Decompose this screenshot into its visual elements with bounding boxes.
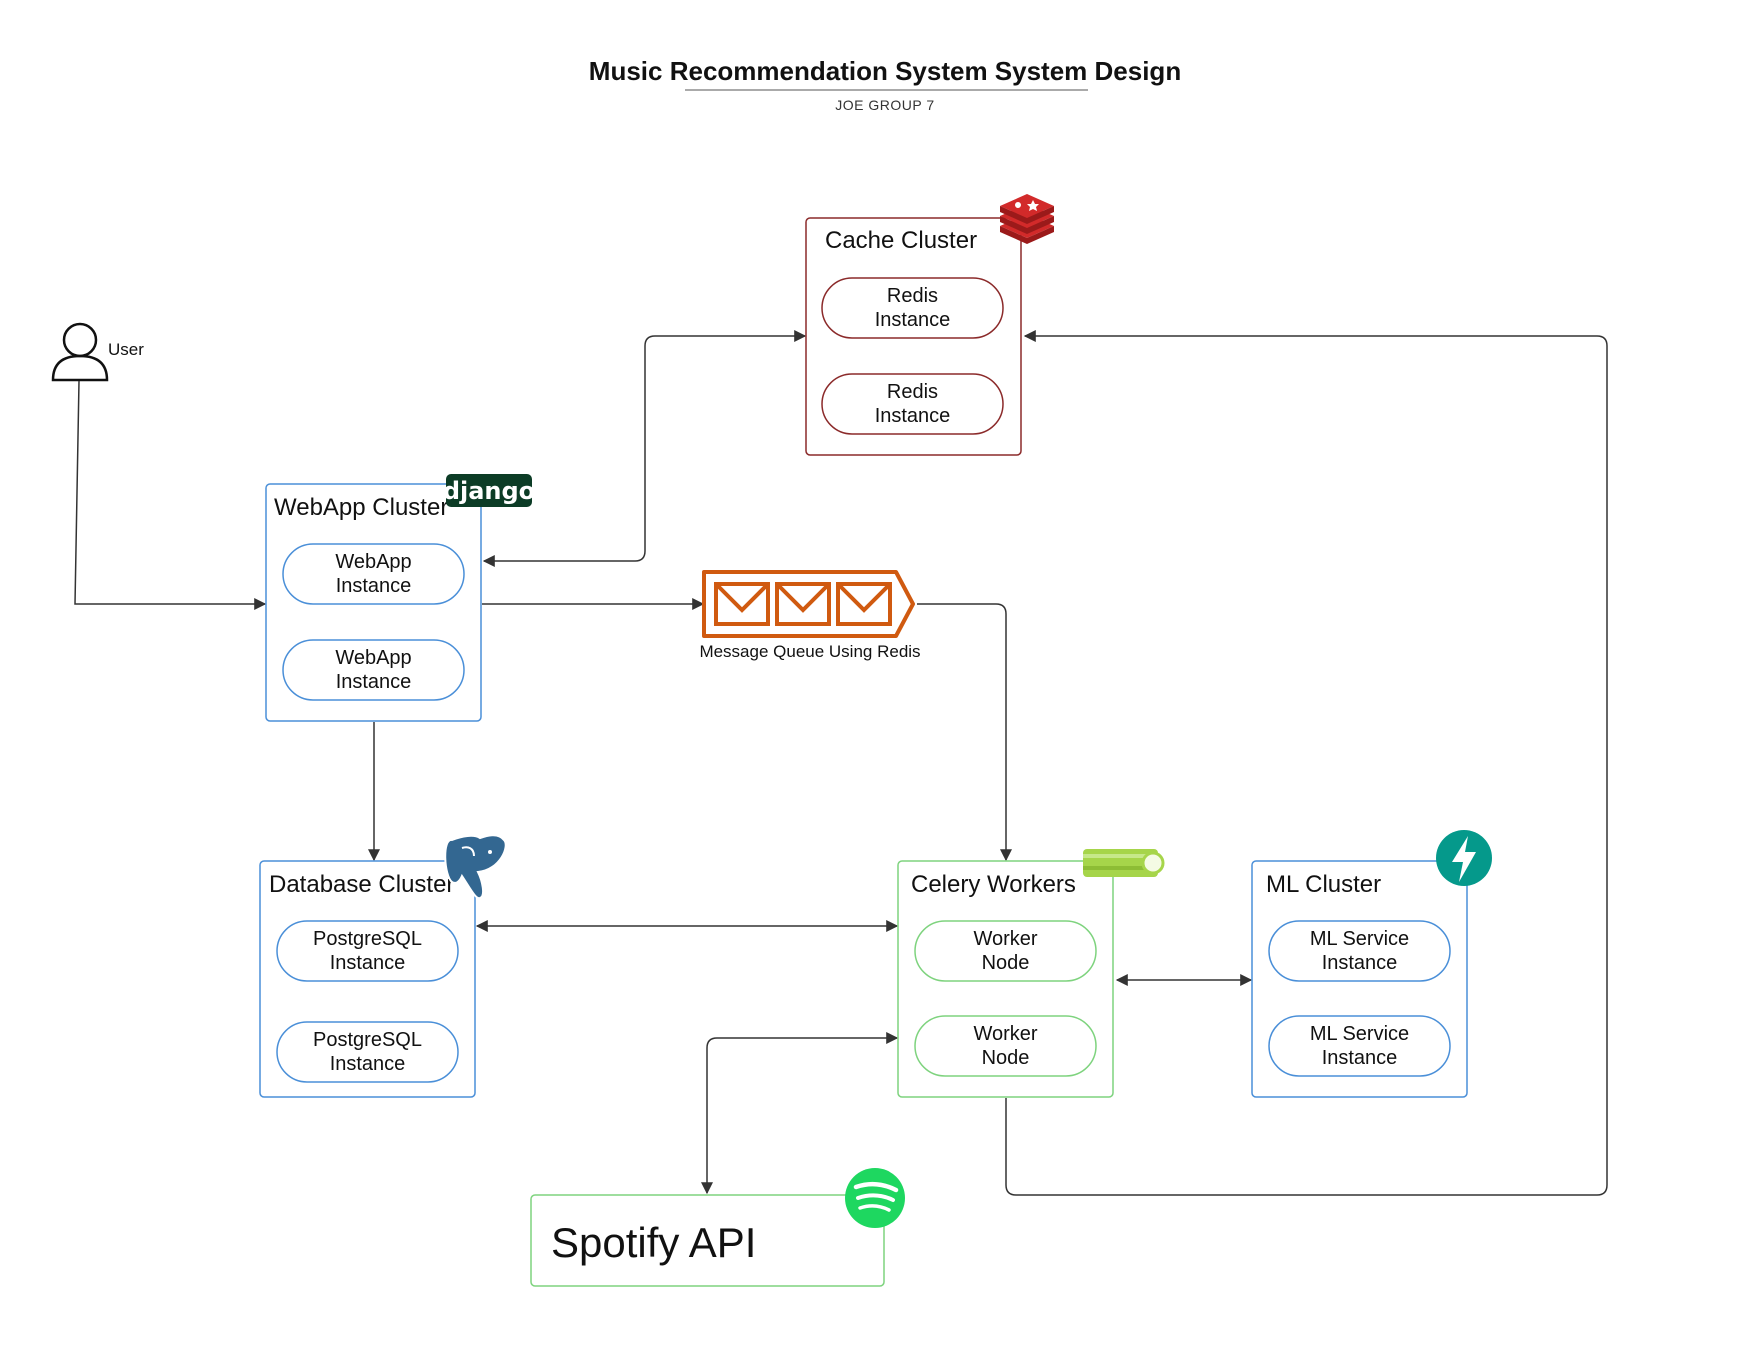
celery-instance-pill [914, 1015, 1097, 1077]
ml-cluster-label: ML Cluster [1266, 871, 1381, 898]
ml-instance-label: ML Service [1310, 1023, 1409, 1045]
database-instance-label: PostgreSQL [313, 1029, 422, 1051]
webapp-cluster[interactable]: WebApp Cluster WebAppInstanceWebAppInsta… [265, 483, 482, 722]
database-instance-label: Instance [330, 1053, 406, 1075]
cache-instance-pill [821, 277, 1004, 339]
postgres-logo-icon [444, 834, 507, 900]
ml-instance-pill [1268, 1015, 1451, 1077]
webapp-instance-label: WebApp [335, 647, 411, 669]
webapp-instance-pill [282, 543, 465, 605]
message-queue[interactable]: Message Queue Using Redis [699, 570, 921, 661]
cache-instance-label: Instance [875, 405, 951, 427]
celery-instance-label: Node [982, 952, 1030, 974]
spotify-api-box [530, 1194, 885, 1287]
webapp-instance-label: Instance [336, 575, 412, 597]
database-instance-label: PostgreSQL [313, 928, 422, 950]
database-instance-label: Instance [330, 952, 406, 974]
celery-logo-icon [1083, 849, 1165, 877]
edges [74, 330, 1608, 1196]
queue-label: Message Queue Using Redis [699, 642, 920, 661]
edge-queue-celery [917, 603, 1012, 862]
queue-envelopes-icon [714, 582, 892, 626]
edge-celery-cache [1005, 330, 1608, 1196]
celery-instance-label: Worker [973, 1023, 1037, 1045]
user-label: User [108, 340, 144, 359]
user-actor[interactable]: User [51, 322, 144, 382]
cache-instance-pill [821, 373, 1004, 435]
ml-instance-label: Instance [1322, 1047, 1398, 1069]
edge-webapp-cache [482, 330, 807, 567]
ml-instance-pill [1268, 920, 1451, 982]
user-body-icon [51, 354, 109, 382]
database-cluster[interactable]: Database Cluster PostgreSQLInstancePostg… [259, 860, 476, 1098]
ml-instance-label: ML Service [1310, 928, 1409, 950]
ml-instance-label: Instance [1322, 952, 1398, 974]
diagram-title: Music Recommendation System System Desig… [589, 56, 1181, 86]
webapp-cluster-label: WebApp Cluster [274, 494, 448, 521]
spotify-api-label: Spotify API [551, 1219, 756, 1266]
database-instance-pill [276, 1021, 459, 1083]
edge-user-webapp [74, 380, 267, 610]
cache-instance-label: Redis [887, 285, 938, 307]
webapp-instance-label: WebApp [335, 551, 411, 573]
edge-celery-spotify [701, 1032, 899, 1195]
webapp-instance-pill [282, 639, 465, 701]
cache-instance-label: Instance [875, 309, 951, 331]
celery-instance-pill [914, 920, 1097, 982]
redis-logo-icon [1000, 194, 1054, 244]
django-logo-text: django [443, 477, 535, 505]
diagram-subtitle: JOE GROUP 7 [835, 97, 934, 113]
fastapi-logo-icon [1436, 830, 1492, 886]
celery-instance-label: Worker [973, 928, 1037, 950]
celery-workers-label: Celery Workers [911, 871, 1076, 898]
cache-cluster-label: Cache Cluster [825, 227, 977, 254]
webapp-instance-label: Instance [336, 671, 412, 693]
database-instance-pill [276, 920, 459, 982]
database-cluster-label: Database Cluster [269, 871, 454, 898]
celery-instance-label: Node [982, 1047, 1030, 1069]
user-icon [62, 322, 98, 358]
spotify-logo-icon [845, 1168, 905, 1228]
spotify-api[interactable]: Spotify API [530, 1194, 885, 1287]
cache-instance-label: Redis [887, 381, 938, 403]
django-logo-icon: django [443, 474, 535, 507]
